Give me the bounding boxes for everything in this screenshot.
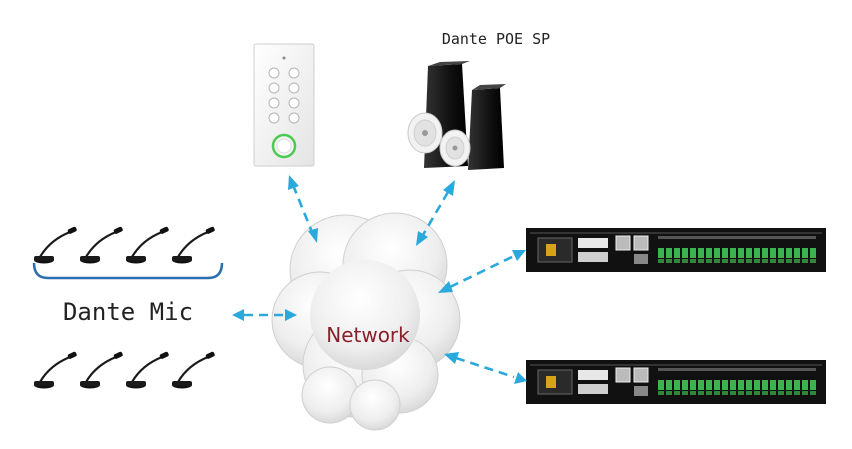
microphone-icon (172, 351, 215, 389)
microphone-icon (172, 226, 215, 264)
dante-poe-speakers: Dante POE SP (407, 30, 550, 170)
dante-mics: Dante Mic (32, 226, 224, 389)
mics-label: Dante Mic (63, 298, 193, 326)
microphone-icon (126, 351, 169, 389)
mic-row-top (34, 226, 215, 264)
arrow-speakers-network (416, 180, 455, 246)
microphone-icon (80, 351, 123, 389)
mics-bracket (32, 262, 224, 280)
dante-processor-2 (526, 360, 826, 404)
wall-panel-icon (253, 43, 315, 167)
dante-processor-1 (526, 228, 826, 272)
arrow-network-processor-2 (444, 352, 527, 384)
speakers-label: Dante POE SP (442, 30, 550, 48)
arrow-network-processor-1 (438, 250, 526, 293)
connections (232, 175, 527, 384)
network-label: Network (326, 323, 410, 347)
arrow-mics-network (232, 309, 297, 321)
microphone-icon (80, 226, 123, 264)
wall-panel (253, 43, 315, 167)
mic-row-bottom (34, 351, 215, 389)
speaker-icon (407, 61, 506, 170)
microphone-icon (126, 226, 169, 264)
microphone-icon (34, 226, 77, 264)
cloud-icon (271, 212, 461, 431)
rack-processor-icon (526, 228, 826, 272)
arrow-panel-network (288, 175, 318, 243)
rack-processor-icon (526, 360, 826, 404)
microphone-icon (34, 351, 77, 389)
network-cloud: Network (271, 212, 461, 431)
